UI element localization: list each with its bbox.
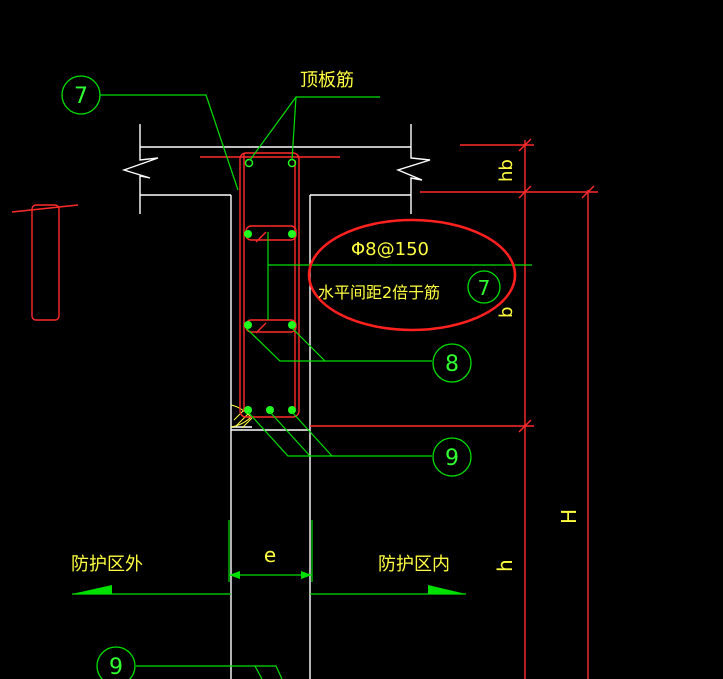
- inside-zone-label: 防护区内: [378, 554, 450, 575]
- callout-9: 9: [445, 446, 459, 471]
- callout-circles: [61, 75, 501, 679]
- top-rebar-label: 顶板筋: [300, 70, 354, 91]
- callout-8: 8: [445, 352, 459, 377]
- spacing-label: 水平间距2倍于: [318, 283, 424, 302]
- dim-h: h: [493, 559, 517, 572]
- spec-label: Φ8@150: [351, 239, 429, 260]
- dimension-ticks: [518, 138, 595, 433]
- spacing-suffix: 筋: [424, 283, 440, 302]
- callout-9-bottom: 9: [109, 655, 123, 679]
- highlight-ellipse: [307, 218, 517, 332]
- dim-e: e: [264, 543, 276, 567]
- outside-zone-label: 防护区外: [71, 554, 143, 575]
- arrow-heads: [72, 571, 466, 594]
- dim-hb: hb: [496, 159, 517, 182]
- rebar-cage: [11, 140, 598, 679]
- top-rebar-dots: [244, 158, 297, 168]
- callout-7-top: 7: [74, 84, 88, 109]
- leader-lines: [72, 94, 532, 679]
- rebar-dots: [244, 230, 296, 414]
- dim-H: H: [557, 509, 581, 524]
- dim-b: b: [496, 307, 517, 318]
- structure-outline: [121, 124, 431, 679]
- callout-7-note: 7: [478, 276, 491, 300]
